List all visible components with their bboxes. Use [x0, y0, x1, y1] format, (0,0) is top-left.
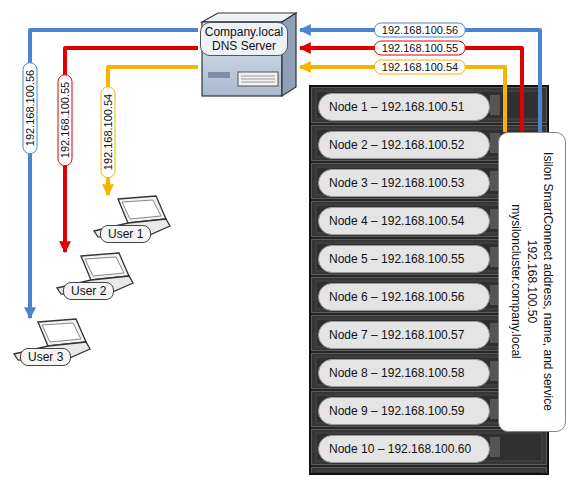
ip-label: 192.168.100.55 — [374, 41, 466, 56]
node-name: Node 1 – 192.168.100.51 — [329, 100, 464, 114]
node-name: Node 4 – 192.168.100.54 — [329, 214, 464, 228]
ip-address: 192.168.100.50 — [524, 240, 540, 323]
node-name: Node 9 – 192.168.100.59 — [329, 404, 464, 418]
node-name: Node 2 – 192.168.100.52 — [329, 138, 464, 152]
ip-label: 192.168.100.55 — [58, 74, 73, 166]
dns-response-arrow — [300, 48, 522, 132]
node-label: Node 2 – 192.168.100.52 — [318, 131, 490, 159]
node-label: Node 10 – 192.168.100.60 — [318, 435, 490, 463]
node-label: Node 6 – 192.168.100.56 — [318, 283, 490, 311]
dns-response-arrow — [108, 67, 198, 195]
node-label: Node 9 – 192.168.100.59 — [318, 397, 490, 425]
node-name: Node 6 – 192.168.100.56 — [329, 290, 464, 304]
node-label: Node 4 – 192.168.100.54 — [318, 207, 490, 235]
node-label: Node 7 – 192.168.100.57 — [318, 321, 490, 349]
node-name: Node 3 – 192.168.100.53 — [329, 176, 464, 190]
user-laptop: User 1 — [92, 195, 172, 245]
dns-response-arrow — [300, 67, 505, 132]
user-laptop: User 2 — [55, 252, 135, 302]
dns-response-arrow — [300, 30, 540, 132]
user-label: User 2 — [63, 282, 114, 300]
dns-server: Company.local DNS Server — [198, 10, 300, 100]
node-name: Node 5 – 192.168.100.55 — [329, 252, 464, 266]
rotated-text-block: Isilon SmartConnect address, name, and s… — [499, 132, 564, 432]
ip-label: 192.168.100.54 — [374, 60, 466, 75]
node-name: Node 10 – 192.168.100.60 — [329, 442, 471, 456]
ip-label: 192.168.100.54 — [101, 86, 116, 178]
host-name: mysiloncluster.company.local — [508, 204, 524, 359]
server-label: Company.local DNS Server — [200, 22, 288, 56]
node-name: Node 8 – 192.168.100.58 — [329, 366, 464, 380]
dns-response-arrow — [65, 48, 198, 252]
user-label: User 3 — [20, 348, 71, 366]
user-laptop: User 3 — [12, 318, 92, 368]
node-label: Node 3 – 192.168.100.53 — [318, 169, 490, 197]
ip-label: 192.168.100.56 — [23, 62, 38, 154]
service-caption: Isilon SmartConnect address, name, and s… — [540, 152, 556, 411]
node-label: Node 8 – 192.168.100.58 — [318, 359, 490, 387]
user-label: User 1 — [100, 225, 151, 243]
node-name: Node 7 – 192.168.100.57 — [329, 328, 464, 342]
dns-response-arrow — [30, 30, 198, 318]
node-label: Node 1 – 192.168.100.51 — [318, 93, 490, 121]
node-label: Node 5 – 192.168.100.55 — [318, 245, 490, 273]
ip-label: 192.168.100.56 — [374, 23, 466, 38]
smartconnect-box: Isilon SmartConnect address, name, and s… — [498, 132, 566, 432]
